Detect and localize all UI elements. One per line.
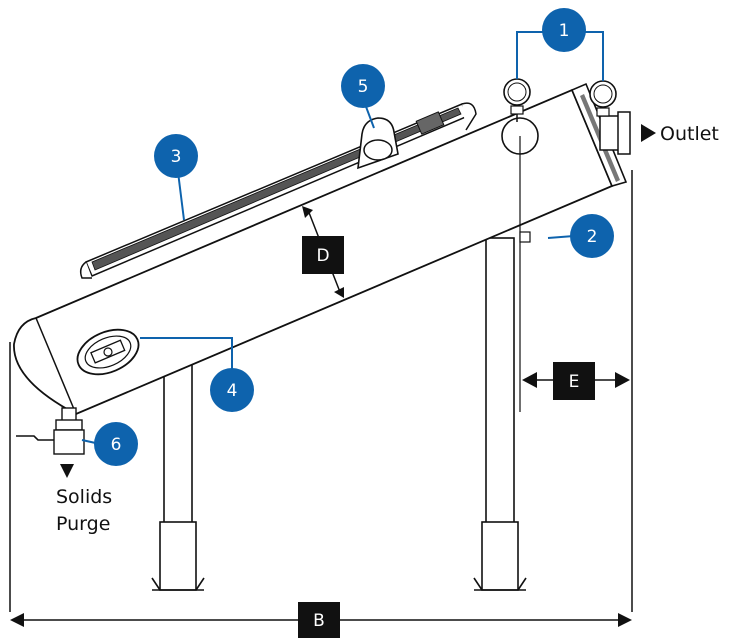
- callout-5: 5: [341, 64, 385, 108]
- dimension-b-box: [298, 602, 340, 638]
- lifting-lug: [357, 117, 399, 170]
- callout-1-label: 1: [559, 21, 570, 41]
- dimension-d-box: [302, 236, 344, 274]
- callout-3-label: 3: [171, 147, 182, 167]
- access-port: [76, 328, 140, 376]
- solids-purge-label-line1: Solids: [56, 486, 112, 508]
- outlet-label: Outlet: [660, 123, 719, 145]
- callout-2: 2: [570, 214, 614, 258]
- dimension-d-label: D: [316, 246, 329, 266]
- pressure-gauge-left: [503, 78, 531, 122]
- callout-1: 1: [542, 8, 586, 52]
- dimension-e-box: [553, 362, 595, 400]
- callout-4-label: 4: [227, 381, 238, 401]
- drain-fitting: [519, 231, 531, 243]
- purge-valve: [16, 407, 85, 478]
- outlet-nozzle: [599, 111, 631, 155]
- callout-6-label: 6: [111, 435, 122, 455]
- left-leg: [151, 361, 205, 591]
- callout-leaders: [81, 31, 604, 445]
- right-leg: [473, 237, 527, 591]
- callout-2-label: 2: [587, 227, 598, 247]
- pressure-gauge-right: [589, 80, 617, 117]
- callout-3: 3: [154, 134, 198, 178]
- dimension-e-label: E: [569, 372, 580, 392]
- callout-4: 4: [210, 368, 254, 412]
- outlet-arrow-icon: [641, 124, 656, 142]
- callout-6: 6: [94, 422, 138, 466]
- purge-arrow-icon: [60, 464, 74, 478]
- solids-purge-label-line2: Purge: [56, 513, 110, 535]
- dimension-b-label: B: [313, 611, 325, 631]
- callout-5-label: 5: [358, 77, 369, 97]
